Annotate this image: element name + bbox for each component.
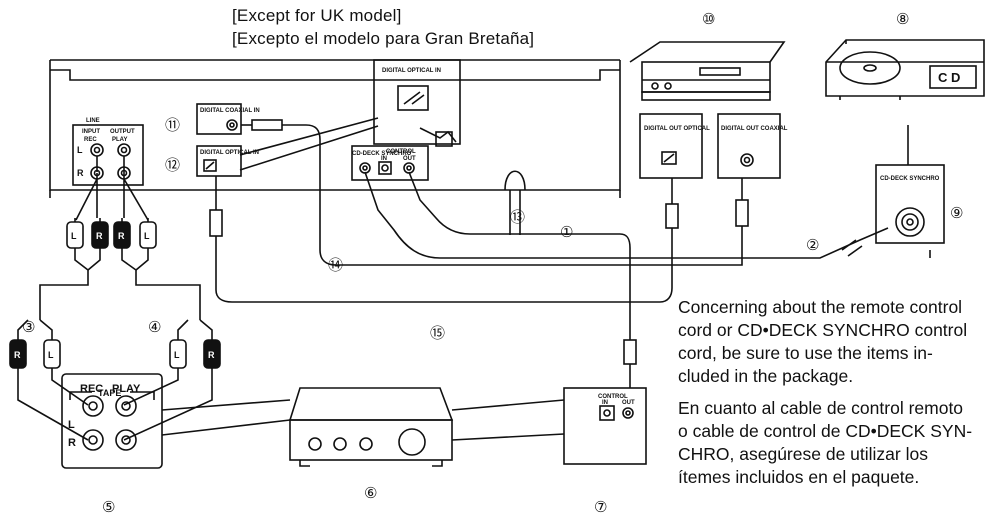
ref-2: ② — [806, 237, 819, 254]
ref-14: ⑭ — [328, 257, 343, 274]
note-english-text: Concerning about the remote control cord… — [678, 297, 968, 386]
digital-optical-in-jack — [196, 145, 242, 177]
line-plugs — [66, 221, 157, 249]
plug-r-3: R — [14, 350, 21, 360]
header-line-2: [Excepto el modelo para Gran Bretaña] — [232, 29, 535, 48]
digital-coaxial-in-jack — [196, 103, 242, 135]
ref-11: ⑪ — [165, 117, 180, 134]
output-label: OUTPUT — [110, 129, 135, 135]
deck-rear-panel — [49, 59, 621, 198]
ref-3: ③ — [22, 319, 35, 336]
reference-numbers: ① ② ③ ④ ⑤ ⑥ ⑦ ⑧ ⑨ ⑩ ⑪ ⑫ ⑬ ⑭ ⑮ — [22, 11, 963, 516]
tape-amp-leader — [161, 399, 291, 436]
line-label: LINE — [86, 118, 100, 124]
rca-cables — [17, 156, 213, 340]
deck-control-jacks — [351, 145, 429, 181]
ref-6: ⑥ — [364, 485, 377, 502]
plug-r-1: R — [96, 231, 103, 241]
md-player — [629, 41, 786, 101]
ref-7: ⑦ — [594, 499, 607, 516]
amplifier — [288, 387, 454, 467]
ref-13: ⑬ — [510, 209, 525, 226]
coaxial-in-label: DIGITAL COAXIAL IN — [200, 108, 260, 114]
plug-r-2: R — [118, 231, 125, 241]
play-label: PLAY — [112, 137, 127, 143]
deck-r-label: R — [77, 168, 84, 178]
cd-synchro-box — [875, 125, 945, 244]
plug-l-1: L — [71, 231, 77, 241]
synchro-box-label: CD-DECK SYNCHRO — [880, 176, 940, 182]
tape-cables — [17, 368, 213, 441]
tape-rec-label: REC — [80, 383, 103, 395]
ref-5: ⑤ — [102, 499, 115, 516]
ref-12: ⑫ — [165, 157, 180, 174]
ref-9: ⑨ — [950, 205, 963, 222]
md-digital-out-optical-panel — [639, 113, 703, 179]
amp-in-label: IN — [602, 400, 608, 406]
header-line-1: [Except for UK model] — [232, 6, 402, 25]
cd-player — [825, 39, 985, 100]
tape-title: TAPE — [98, 388, 121, 398]
note-english: Concerning about the remote control cord… — [678, 296, 991, 388]
inset-optical-label: DIGITAL OPTICAL IN — [382, 68, 441, 74]
plug-l-4: L — [174, 350, 180, 360]
optical-in-label: DIGITAL OPTICAL IN — [200, 150, 259, 156]
md-optical-label: DIGITAL OUT OPTICAL — [644, 126, 710, 132]
tape-r-label: R — [68, 437, 76, 449]
amp-control-box — [563, 387, 647, 465]
amp-out-label: OUT — [622, 400, 635, 406]
optical-cable — [209, 176, 679, 303]
plug-l-3: L — [48, 350, 54, 360]
ref-10: ⑩ — [702, 11, 715, 28]
tape-l-label: L — [68, 419, 75, 431]
note-spanish-text: En cuanto al cable de control remoto o c… — [678, 398, 973, 487]
control-cable — [408, 171, 637, 388]
deck-control-label: CONTROL — [386, 149, 416, 155]
md-coaxial-label: DIGITAL OUT COAXIAL — [721, 126, 788, 132]
deck-l-label: L — [77, 145, 83, 155]
deck-in-label: IN — [381, 156, 387, 162]
tape-plugs — [9, 339, 221, 369]
inset-optical-jack — [373, 59, 461, 147]
leader-lines — [239, 117, 379, 171]
deck-synchro-label: CD-DECK SYNCHRO — [352, 151, 412, 157]
amp-control-label: CONTROL — [598, 394, 628, 400]
note-spanish: En cuanto al cable de control remoto o c… — [678, 397, 991, 489]
amp-control-leader — [451, 399, 565, 441]
md-digital-out-coaxial-panel — [717, 113, 781, 179]
ref-15: ⑮ — [430, 325, 445, 342]
power-cord — [504, 170, 526, 235]
deck-labels: LINE INPUT REC OUTPUT PLAY L R DIGITAL C… — [14, 68, 960, 449]
plug-l-2: L — [144, 231, 150, 241]
tape-play-label: PLAY — [112, 383, 141, 395]
ref-1: ① — [560, 224, 573, 241]
ref-4: ④ — [148, 319, 161, 336]
deck-out-label: OUT — [403, 156, 416, 162]
plug-r-4: R — [208, 350, 215, 360]
rec-label: REC — [84, 137, 97, 143]
ref-8: ⑧ — [896, 11, 909, 28]
input-label: INPUT — [82, 129, 100, 135]
cd-label: C D — [938, 70, 960, 85]
tape-jack-panel — [61, 373, 163, 469]
coaxial-cable — [241, 119, 749, 266]
